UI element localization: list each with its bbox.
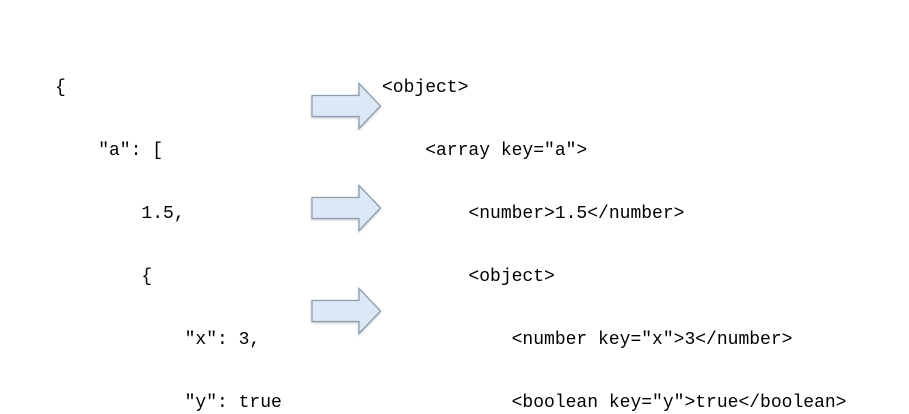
right-arrow-icon	[311, 287, 382, 335]
right-arrow-icon	[311, 82, 382, 130]
xml-code-line: <object>	[382, 267, 555, 287]
xml-code-line: <object>	[382, 78, 469, 98]
json-code-line: {	[55, 78, 66, 98]
right-arrow-shape	[311, 82, 382, 130]
json-code-line: "y": true	[55, 393, 282, 413]
json-code-line: "x": 3,	[55, 330, 261, 350]
xml-code-line: <number>1.5</number>	[382, 204, 685, 224]
right-arrow-icon	[311, 184, 382, 232]
json-code-line: "a": [	[55, 141, 164, 161]
json-source-panel: { "a": [ 1.5, { "x": 3, "y": true }, nul…	[55, 36, 282, 414]
xml-code-line: <number key="x">3</number>	[382, 330, 793, 350]
xml-code-line: <array key="a">	[382, 141, 588, 161]
right-arrow-shape	[311, 287, 382, 335]
json-code-line: 1.5,	[55, 204, 185, 224]
xml-output-panel: <object> <array key="a"> <number>1.5</nu…	[382, 36, 846, 414]
json-code-line: {	[55, 267, 153, 287]
xml-code-line: <boolean key="y">true</boolean>	[382, 393, 847, 413]
right-arrow-shape	[311, 184, 382, 232]
